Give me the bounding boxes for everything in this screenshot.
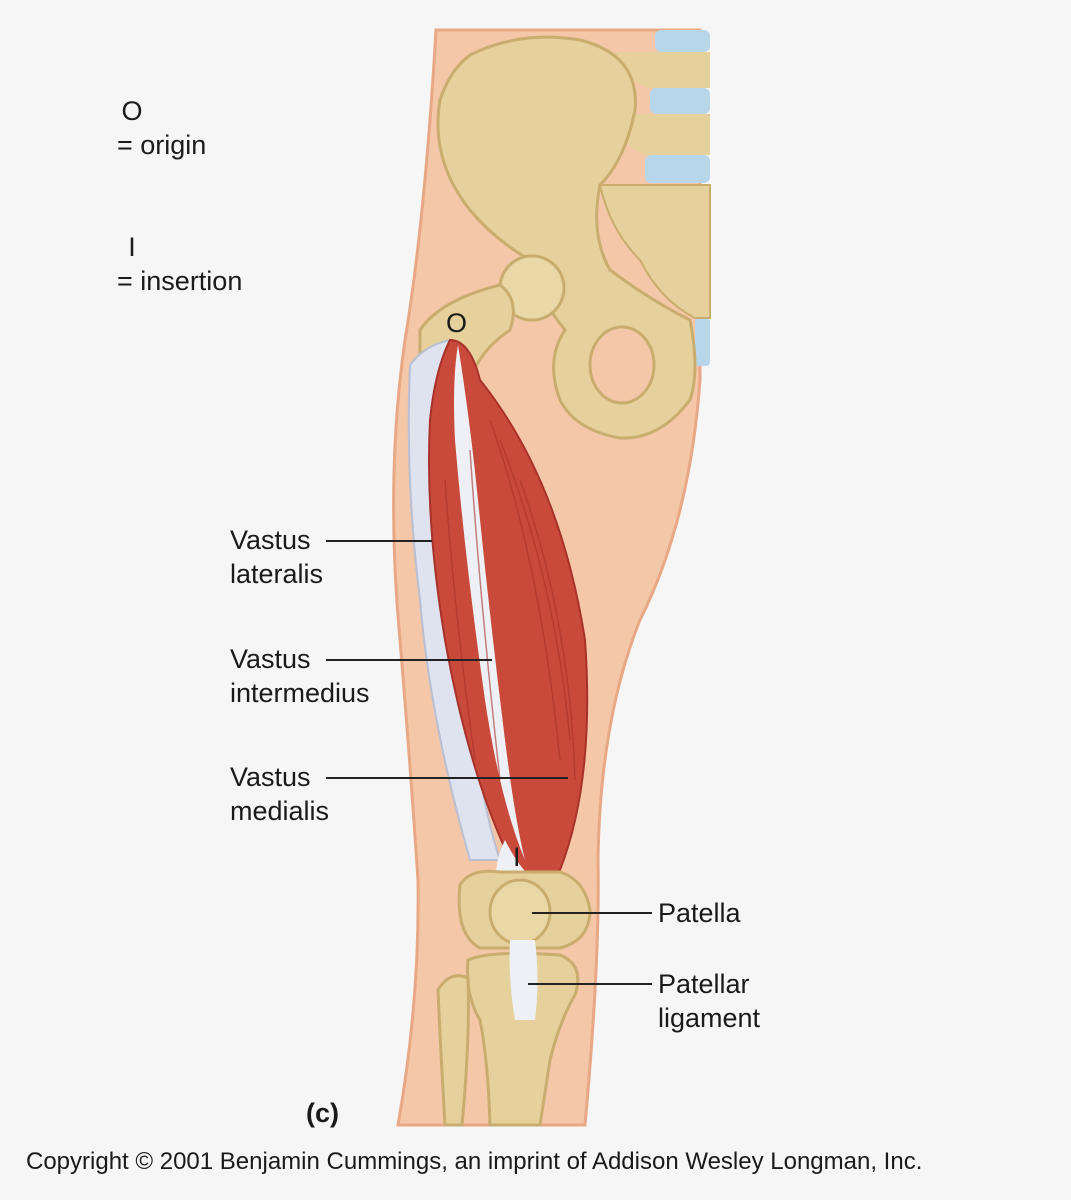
label-vastus-lateralis: Vastus lateralis [230,523,323,591]
legend-origin: O = origin [72,60,242,196]
copyright-text: Copyright © 2001 Benjamin Cummings, an i… [26,1148,923,1175]
label-line: Vastus [230,525,311,555]
vertebral-disc [650,88,710,114]
vertebra [615,52,710,88]
legend: O = origin I = insertion [72,60,242,332]
label-line: Patellar [658,969,750,999]
label-line: Patella [658,898,741,928]
patellar-ligament-band [509,940,538,1020]
label-vastus-intermedius: Vastus intermedius [230,642,370,710]
label-line: Vastus [230,644,311,674]
label-line: medialis [230,796,330,826]
label-vastus-medialis: Vastus medialis [230,760,329,828]
panel-label: (c) [306,1098,339,1128]
insertion-marker: I [513,842,521,872]
tibia [466,951,580,1127]
label-line: ligament [658,1003,761,1033]
vertebral-disc [695,318,710,366]
label-patella: Patella [658,896,741,930]
label-line: lateralis [230,559,324,589]
vertebral-disc [655,30,710,52]
legend-origin-text: = origin [117,130,207,160]
muscle-fibers [444,419,576,781]
legend-insertion-symbol: I [128,232,136,262]
legend-origin-symbol: O [121,96,143,126]
vertebra [612,114,710,155]
obturator-foramen [588,325,656,405]
sacrum [598,184,711,319]
leader-lines [326,540,652,985]
label-line: Vastus [230,762,311,792]
label-patellar-ligament: Patellar ligament [658,967,760,1035]
label-line: intermedius [230,678,370,708]
vertebral-disc [645,155,710,183]
fibula [436,974,470,1127]
legend-insertion-text: = insertion [117,266,243,296]
origin-marker: O [446,308,468,338]
legend-insertion: I = insertion [72,196,242,332]
